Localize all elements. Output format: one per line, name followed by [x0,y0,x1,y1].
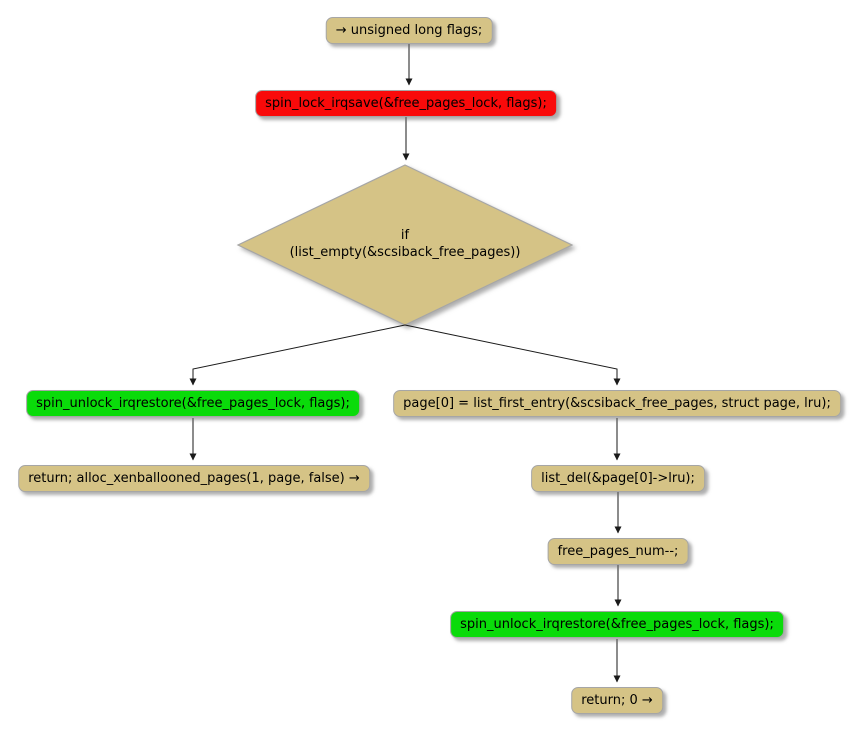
node-start: → unsigned long flags; [325,17,493,44]
node-list-first-entry: page[0] = list_first_entry(&scsiback_fre… [393,390,841,417]
decision-label-line2: (list_empty(&scsiback_free_pages)) [289,245,521,260]
node-spin-unlock-irqrestore-right: spin_unlock_irqrestore(&free_pages_lock,… [450,611,784,638]
edge-condition-to-first-entry [404,324,621,386]
edge-condition-to-unlock-left [189,324,406,386]
node-spin-lock-irqsave: spin_lock_irqsave(&free_pages_lock, flag… [255,90,557,117]
node-list-del: list_del(&page[0]->lru); [531,465,705,492]
node-spin-unlock-irqrestore-left: spin_unlock_irqrestore(&free_pages_lock,… [26,390,360,417]
node-return-zero: return; 0 → [571,687,663,714]
node-free-pages-num-decrement: free_pages_num--; [547,538,689,565]
node-return-alloc-xenballooned-pages: return; alloc_xenballooned_pages(1, page… [18,465,370,492]
decision-label-line1: if [400,228,410,244]
decision-label: if (list_empty(&scsiback_free_pages)) [290,228,521,262]
